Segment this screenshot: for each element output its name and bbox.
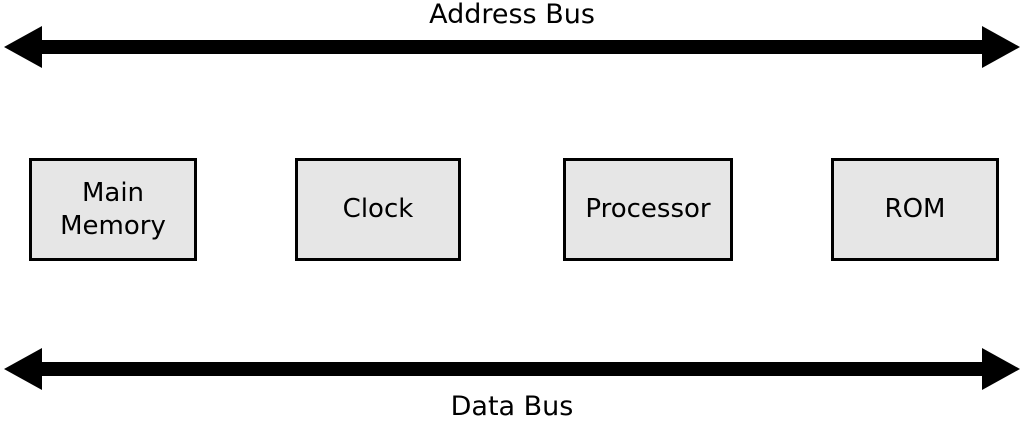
component-box-clock: Clock	[295, 158, 461, 261]
address-bus-arrow	[4, 26, 1020, 68]
data-bus-arrowhead-left	[4, 348, 42, 390]
component-box-rom: ROM	[831, 158, 999, 261]
component-label-processor: Processor	[585, 194, 711, 225]
component-label-main-memory: Main Memory	[60, 178, 166, 241]
address-bus-arrowhead-left	[4, 26, 42, 68]
data-bus-arrowhead-right	[982, 348, 1020, 390]
component-label-clock: Clock	[342, 194, 414, 225]
data-bus-arrow	[4, 348, 1020, 390]
data-bus-label: Data Bus	[450, 391, 574, 422]
address-bus-label: Address Bus	[429, 0, 595, 30]
address-bus-arrowhead-right	[982, 26, 1020, 68]
component-box-main-memory: Main Memory	[29, 158, 197, 261]
component-box-processor: Processor	[563, 158, 733, 261]
component-label-rom: ROM	[884, 194, 946, 225]
